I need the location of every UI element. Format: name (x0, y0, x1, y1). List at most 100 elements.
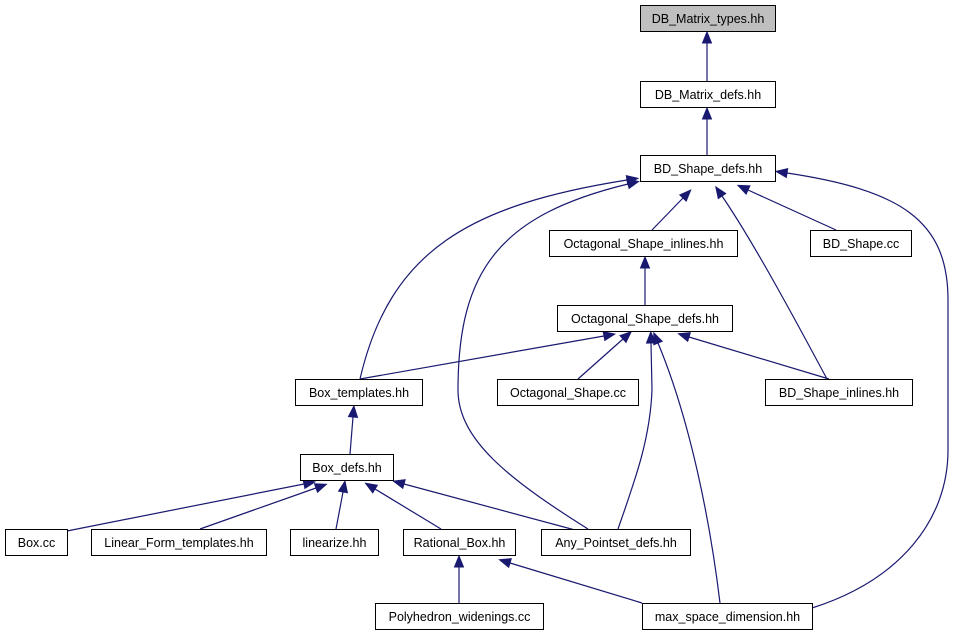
node-label: linearize.hh (303, 536, 367, 550)
edge-bdsi-to-osd (677, 332, 830, 380)
node-bdsi[interactable]: BD_Shape_inlines.hh (765, 379, 913, 406)
arrowhead (364, 482, 379, 494)
edge-rb-to-boxd (364, 482, 442, 530)
node-pw[interactable]: Polyhedron_widenings.cc (375, 603, 544, 630)
edge-msd-to-rb (498, 558, 643, 604)
edge-line (374, 488, 442, 530)
node-label: Any_Pointset_defs.hh (555, 536, 677, 550)
node-label: Octagonal_Shape_defs.hh (571, 312, 719, 326)
arrowhead (715, 185, 727, 200)
node-dbmd[interactable]: DB_Matrix_defs.hh (640, 81, 776, 108)
arrowhead (313, 483, 328, 494)
arrowhead (678, 189, 692, 202)
node-label: Polyhedron_widenings.cc (389, 610, 531, 624)
arrowhead (701, 106, 713, 120)
edge-oscc-to-osd (577, 330, 633, 380)
edge-dbmd-to-dbmt (701, 30, 713, 81)
node-lft[interactable]: Linear_Form_templates.hh (91, 529, 267, 556)
edge-line (657, 342, 721, 604)
arrowhead (645, 330, 657, 344)
edge-boxcc-to-boxd (66, 478, 317, 532)
edge-line (349, 416, 354, 455)
node-label: BD_Shape_defs.hh (654, 162, 762, 176)
edge-line (786, 172, 949, 609)
edge-pw-to-rb (453, 554, 465, 603)
edge-msd-to-osd (653, 331, 721, 604)
arrowhead (736, 184, 751, 195)
node-oscc[interactable]: Octagonal_Shape.cc (497, 379, 639, 406)
node-bdsd[interactable]: BD_Shape_defs.hh (640, 155, 776, 182)
edge-apd-to-boxd (392, 479, 591, 535)
edge-line (747, 189, 837, 231)
arrowhead (619, 330, 633, 344)
node-dbmt[interactable]: DB_Matrix_types.hh (640, 5, 776, 32)
node-box (642, 603, 813, 630)
node-box (810, 230, 912, 257)
node-box (290, 529, 379, 556)
node-bdscc[interactable]: BD_Shape.cc (810, 230, 912, 257)
edge-osd-to-osi (639, 255, 651, 305)
edge-line (359, 179, 628, 380)
node-box (403, 529, 516, 556)
edge-line (577, 338, 624, 380)
node-label: Box_templates.hh (309, 386, 409, 400)
node-label: Rational_Box.hh (414, 536, 506, 550)
node-label: Box_defs.hh (312, 461, 382, 475)
edges-layer (66, 30, 949, 609)
edge-boxd-to-boxt (347, 404, 359, 455)
arrowhead (347, 404, 359, 418)
node-label: Linear_Form_templates.hh (104, 536, 253, 550)
node-label: DB_Matrix_types.hh (652, 12, 765, 26)
nodes-layer: DB_Matrix_types.hhDB_Matrix_defs.hhBD_Sh… (5, 5, 913, 630)
node-boxt[interactable]: Box_templates.hh (295, 379, 423, 406)
edge-line (403, 483, 591, 535)
arrowhead (498, 558, 512, 569)
arrowhead (337, 479, 349, 494)
edge-apd-to-osd (617, 330, 657, 530)
node-box (765, 379, 913, 406)
edge-bdsi-to-bdsd (715, 185, 828, 380)
node-box (549, 230, 738, 257)
edge-msd-to-bdsd (774, 167, 949, 609)
arrowhead (774, 167, 789, 179)
node-box (557, 305, 733, 332)
node-box (375, 603, 544, 630)
node-osi[interactable]: Octagonal_Shape_inlines.hh (549, 230, 738, 257)
edge-line (721, 195, 828, 380)
edge-line (688, 336, 830, 380)
edge-line (359, 335, 605, 380)
node-box (5, 529, 68, 556)
node-apd[interactable]: Any_Pointset_defs.hh (541, 529, 691, 556)
edge-line (651, 197, 684, 231)
node-osd[interactable]: Octagonal_Shape_defs.hh (557, 305, 733, 332)
node-rb[interactable]: Rational_Box.hh (403, 529, 516, 556)
arrowhead (639, 255, 651, 269)
node-msd[interactable]: max_space_dimension.hh (642, 603, 813, 630)
node-box (300, 454, 394, 481)
node-box (640, 5, 776, 32)
node-box (541, 529, 691, 556)
edge-line (457, 183, 629, 530)
arrowhead (677, 332, 691, 343)
arrowhead (392, 479, 406, 490)
edge-line (335, 491, 344, 530)
node-box (640, 81, 776, 108)
node-label: BD_Shape_inlines.hh (779, 386, 899, 400)
arrowhead (626, 178, 640, 190)
arrowhead (701, 30, 713, 44)
edge-line (66, 483, 305, 532)
edge-bdscc-to-bdsd (736, 184, 837, 231)
edge-apd-to-bdsd (457, 178, 640, 530)
node-box (497, 379, 639, 406)
edge-boxt-to-bdsd (359, 174, 640, 380)
node-box (295, 379, 423, 406)
node-box (640, 155, 776, 182)
node-label: BD_Shape.cc (823, 237, 899, 251)
node-lin[interactable]: linearize.hh (290, 529, 379, 556)
node-label: Octagonal_Shape_inlines.hh (564, 237, 724, 251)
node-boxcc[interactable]: Box.cc (5, 529, 68, 556)
edge-bdsd-to-dbmd (701, 106, 713, 155)
node-boxd[interactable]: Box_defs.hh (300, 454, 394, 481)
edge-line (617, 342, 653, 530)
